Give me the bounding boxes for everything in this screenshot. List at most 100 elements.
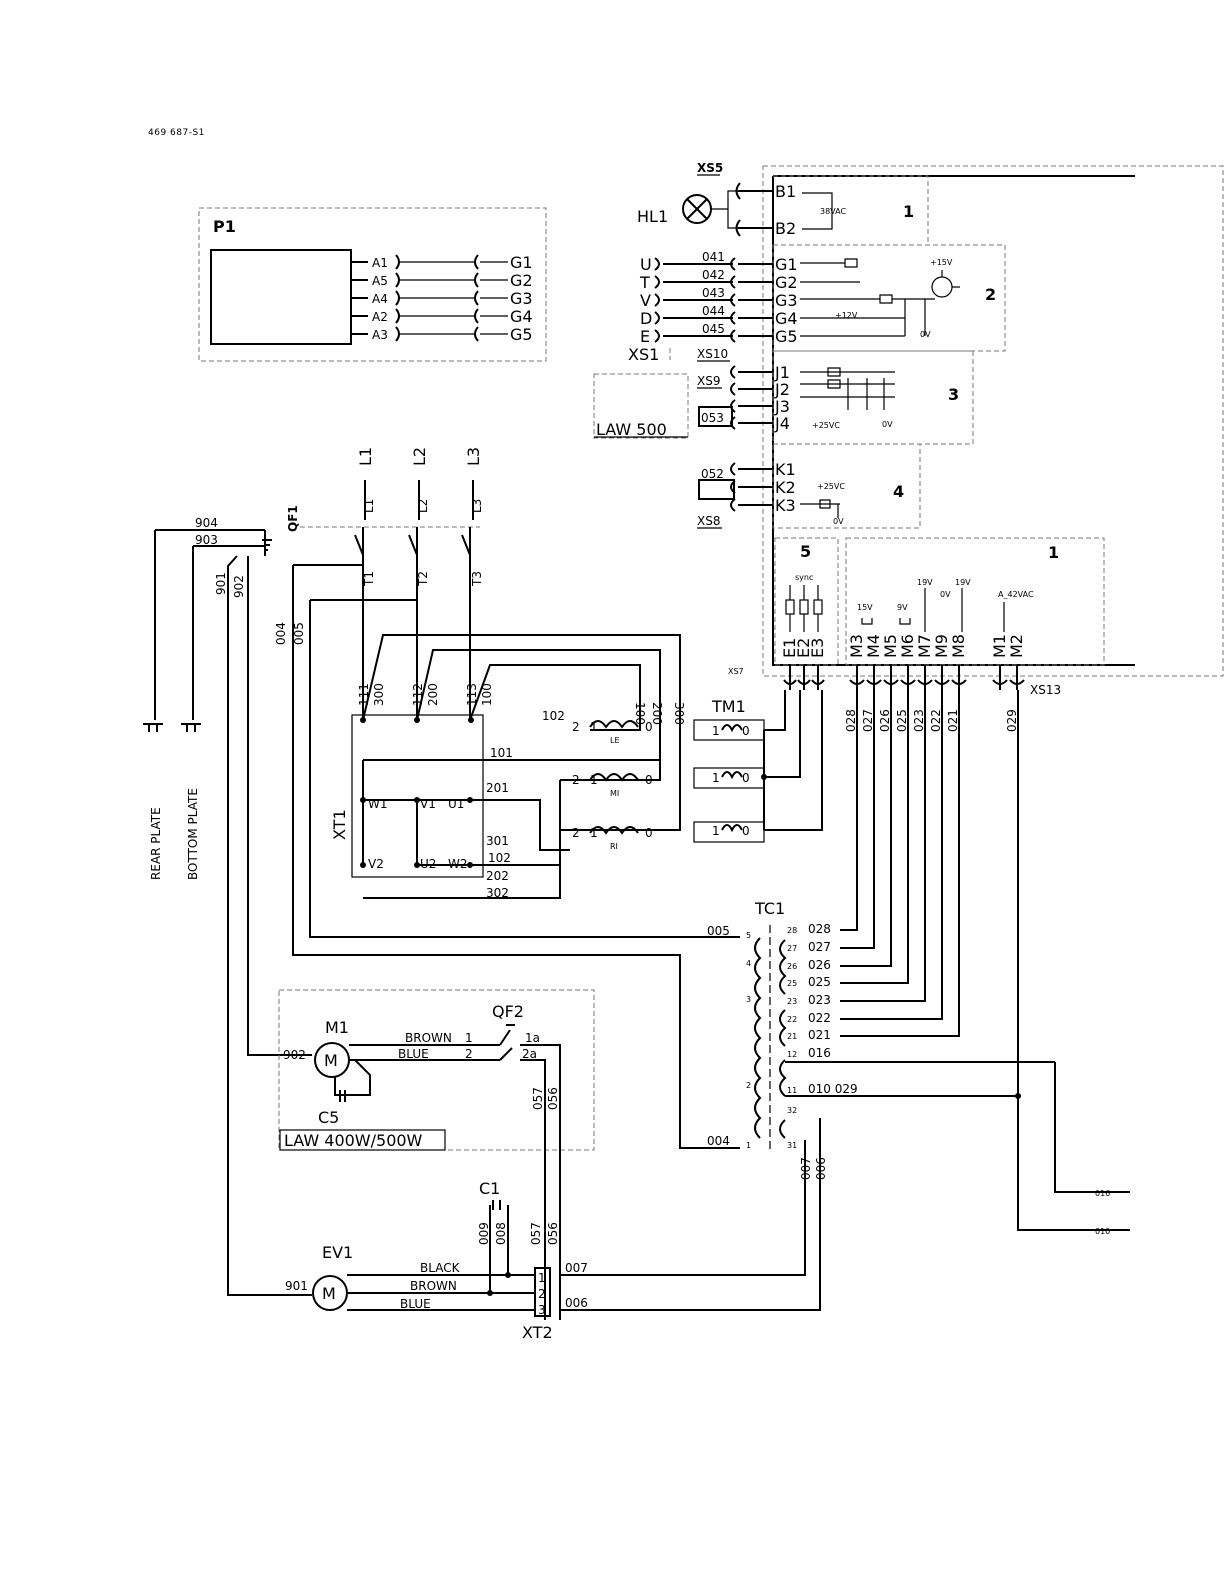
zero-v-4: 0V [833,517,844,526]
xs1-wire-043: 043 [702,286,725,300]
xs10-label: XS10 [697,347,728,361]
tc1-wire-006: 006 [814,1157,828,1180]
vert-wire-026: 026 [878,709,892,732]
xs1-pin-g5: G5 [775,327,798,346]
xt1-wire-004-10: 004 [274,622,288,645]
p1-pin-a1: A1 [372,256,388,270]
xt1-wire-201-1: 201 [486,781,509,795]
transistor-icon [931,276,953,298]
m1-group: M1 M 902 C5 BROWN 1 BLUE 2 QF2 1a 2a LAW… [278,989,595,1320]
law500-label: LAW 500 [596,420,667,439]
ev1-wire-901: 901 [285,1279,308,1293]
tc1-sec-31: 31 [787,1141,797,1150]
wire-901: 901 [214,572,228,595]
tc1-secw-3: 025 [808,975,831,989]
xt1-wire-005-11: 005 [292,622,306,645]
tc1-sec-25: 25 [787,979,797,988]
p1-out-g1: G1 [510,253,533,272]
xt1-wire-301-2: 301 [486,834,509,848]
svg-text:0: 0 [645,826,653,840]
phase-v: V [640,291,651,310]
xs7-label: XS7 [728,667,744,676]
tc1-secw-2: 026 [808,958,831,972]
tc1-sec-12: 12 [787,1050,797,1059]
svg-text:2: 2 [572,773,580,787]
pin-j3: J3 [774,397,790,416]
volt-0v: 0V [940,590,951,599]
tc1-wire-005: 005 [707,924,730,938]
phase-t: T [639,273,650,292]
xs8-label: XS8 [697,514,720,528]
plus15v: +15V [930,258,953,267]
xt2-t2: 2 [538,1287,546,1301]
tc1-secw-5: 022 [808,1011,831,1025]
tc1-secw-6: 021 [808,1028,831,1042]
tm1-group: TM1 [693,690,823,843]
vert-wire-028: 028 [844,709,858,732]
chassis-ground-icon [143,723,201,732]
xs1-wire-042: 042 [702,268,725,282]
coil-mi: MI [610,789,619,798]
m1-label: M1 [325,1018,349,1037]
qf2-2a: 2a [522,1047,537,1061]
tc1-wire-007: 007 [799,1157,813,1180]
qf1-label: QF1 [286,505,300,532]
m1-wire-057: 057 [531,1087,545,1110]
tc1-sec-23: 23 [787,997,797,1006]
tc1-secw-8: 010 029 [808,1082,858,1096]
tc1-secw-4: 023 [808,993,831,1007]
xs5-label: XS5 [697,161,723,175]
tc1-pri-3: 3 [746,995,751,1004]
xs1-pin-g4: G4 [775,309,798,328]
pin-j4: J4 [774,414,790,433]
pin-m3: M3 [847,634,866,658]
tc1-label: TC1 [754,899,785,918]
block-4: 4 [893,482,904,501]
block-5: 5 [800,542,811,561]
xt1-topw-200: 200 [426,683,440,706]
xt2-t3: 3 [538,1303,546,1317]
wire-903: 903 [195,533,218,547]
pin-m4: M4 [864,634,883,658]
xt1-top-113: 113 [465,683,479,706]
xt1-top-112: 112 [411,683,425,706]
p1-pin-a5: A5 [372,274,388,288]
tc1-wire-004: 004 [707,1134,730,1148]
pin-k2: K2 [775,478,796,497]
xt1-term-v2: V2 [368,857,384,871]
wire-052: 052 [701,467,724,481]
pin-b2: B2 [775,219,796,238]
tc1-secw-7: 016 [808,1046,831,1060]
line-l3: L3 [464,447,483,466]
xs1-wire-041: 041 [702,250,725,264]
m1-brown: BROWN [405,1031,452,1045]
vert-wire-022: 022 [929,709,943,732]
xs1-pin-g2: G2 [775,273,798,292]
ev1-label: EV1 [322,1243,353,1262]
svg-text:1: 1 [712,724,720,738]
volt-9v: 9V [897,603,908,612]
c1-wire-008: 008 [494,1222,508,1245]
svg-text:1: 1 [712,771,720,785]
xt1-term-u2: U2 [420,857,436,871]
xt1-term-v1: V1 [420,797,436,811]
svg-text:1: 1 [590,826,598,840]
vert-wire-029: 029 [1005,709,1019,732]
v25-k2: +25VC [817,482,845,491]
bottom-plate-label: BOTTOM PLATE [186,788,200,880]
tc1-group: TC1 543212827262523222112113231028027026… [560,690,1130,1311]
p1-out-g4: G4 [510,307,533,326]
capacitor-c5-icon [339,1090,346,1102]
tc1-pri-2: 2 [746,1081,751,1090]
rear-plate-label: REAR PLATE [149,807,163,880]
law400-label: LAW 400W/500W [284,1131,423,1150]
m1-motor-symbol: M [324,1051,338,1070]
pin-m5: M5 [881,634,900,658]
